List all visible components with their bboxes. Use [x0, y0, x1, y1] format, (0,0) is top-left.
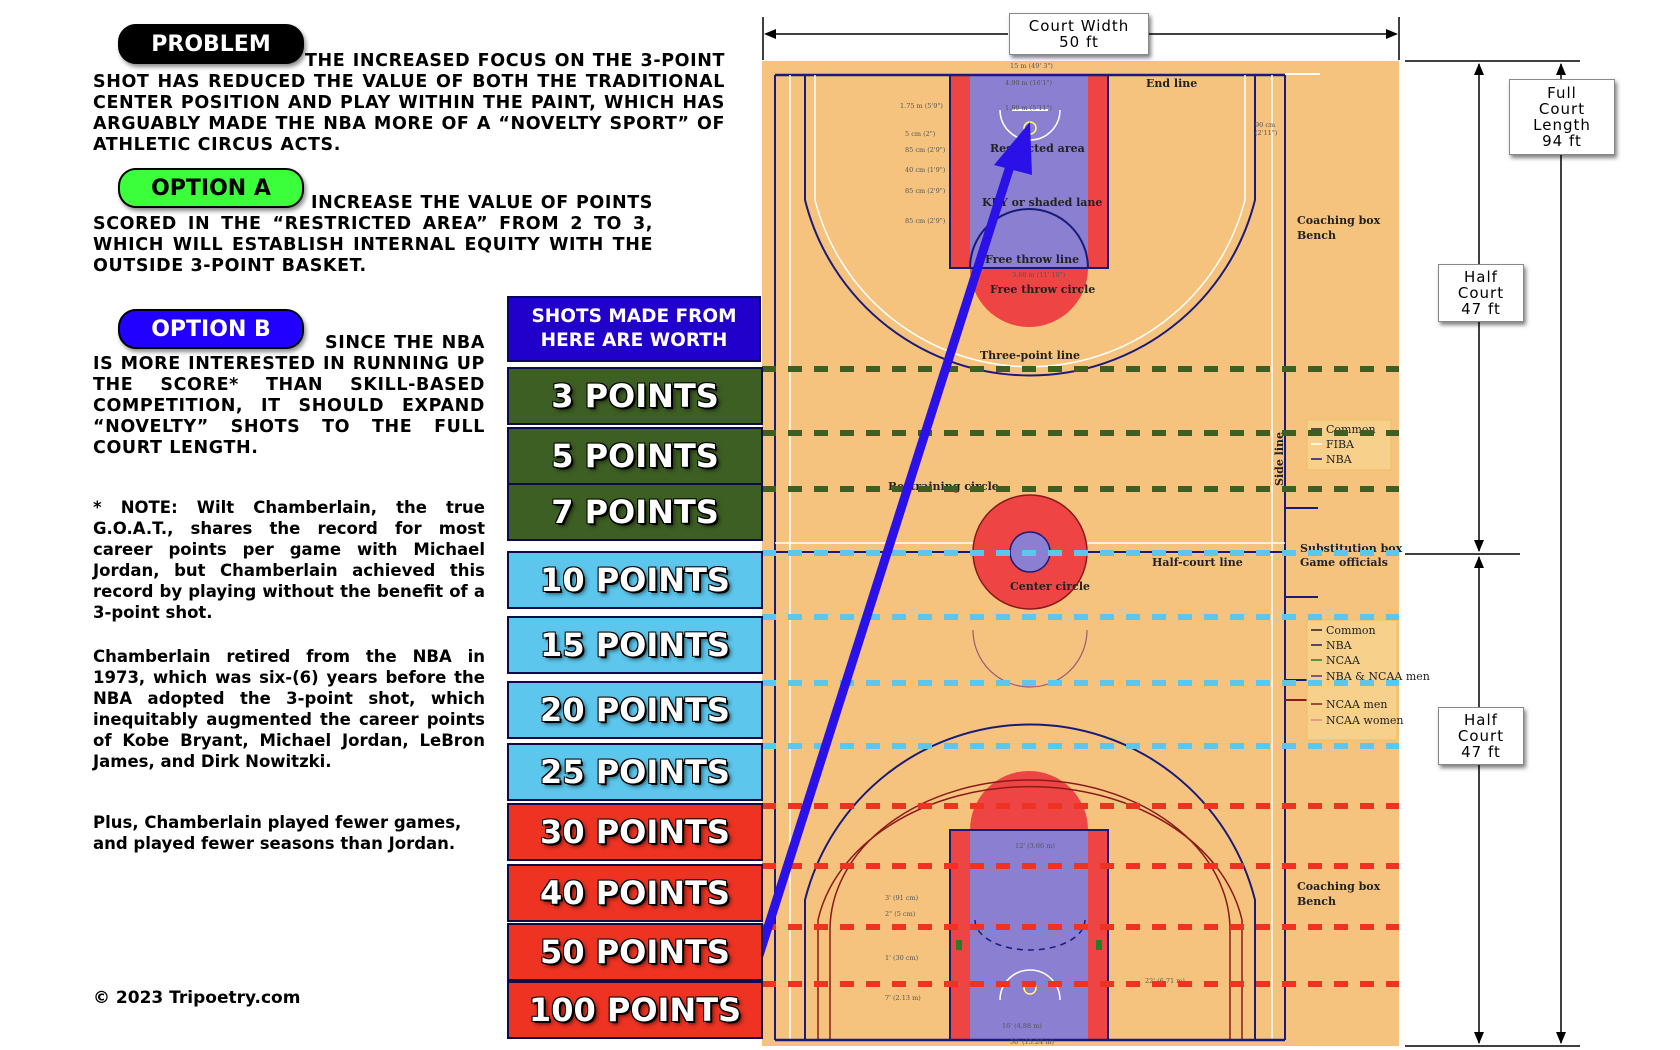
svg-text:16' (4.88 m): 16' (4.88 m) [1002, 1022, 1042, 1030]
problem-label: PROBLEM [118, 24, 304, 64]
option-b-text: Since the NBA is more interested in runn… [93, 333, 485, 459]
full-court-length-label: Full Court Length 94 ft [1509, 79, 1615, 155]
free-throw-circle-label: Free throw circle [990, 283, 1095, 296]
half-court-top-label: Half Court 47 ft [1438, 264, 1524, 322]
top-free-throw-circle [970, 268, 1088, 327]
svg-text:85 cm (2'9"): 85 cm (2'9") [905, 187, 946, 195]
option-b-label: OPTION B [118, 309, 304, 349]
points-box-100: 100 POINTS [507, 981, 763, 1039]
half-court-line-label: Half-court line [1152, 556, 1243, 569]
svg-text:12' (3.66 m): 12' (3.66 m) [1015, 842, 1055, 850]
points-box-10: 10 POINTS [507, 551, 763, 609]
free-throw-line-label: Free throw line [985, 253, 1079, 266]
note-retired: Chamberlain retired from the NBA in 1973… [93, 647, 485, 771]
copyright: © 2023 Tripoetry.com [93, 988, 301, 1008]
option-a-text: Increase the value of points scored in t… [93, 193, 653, 277]
svg-text:85 cm (2'9"): 85 cm (2'9") [905, 217, 946, 225]
svg-text:1.75 m (5'9"): 1.75 m (5'9") [900, 102, 943, 110]
option-a-label: OPTION A [118, 168, 304, 208]
svg-text:(2'11"): (2'11") [1255, 129, 1278, 137]
legend-bottom-ncaa-men: NCAA men [1326, 698, 1387, 711]
legend-bottom-ncaa-women: NCAA women [1326, 714, 1404, 727]
svg-text:3' (91 cm): 3' (91 cm) [885, 894, 919, 902]
court-width-title: Court Width [1028, 17, 1130, 35]
svg-text:1' (30 cm): 1' (30 cm) [885, 954, 919, 962]
full-court-value: 94 ft [1542, 132, 1582, 150]
legend-bottom-nba-ncaa: NBA & NCAA men [1326, 670, 1430, 683]
svg-text:2" (5 cm): 2" (5 cm) [885, 910, 916, 918]
note-wilt: * NOTE: Wilt Chamberlain, the true G.O.A… [93, 498, 485, 622]
shots-made-header: SHOTS MADE FROM HERE ARE WORTH [507, 296, 761, 362]
points-box-15: 15 POINTS [507, 616, 763, 674]
svg-text:15 m (49' 3"): 15 m (49' 3") [1010, 62, 1053, 70]
key-label: KEY or shaded lane [982, 196, 1102, 209]
coaching-box-top-label: Coaching box [1297, 214, 1381, 227]
half-court-top-line1: Half [1464, 268, 1498, 286]
half-court-top-line2: Court [1457, 284, 1505, 302]
substitution-box-label: Substitution box [1300, 542, 1403, 555]
problem-text-content: The increased focus on the 3-point shot … [93, 51, 725, 155]
half-court-top-value: 47 ft [1461, 300, 1501, 318]
legend-bottom-nba: NBA [1326, 639, 1353, 652]
option-b-text-content: Since the NBA is more interested in runn… [93, 333, 485, 458]
bottom-key [970, 830, 1088, 1040]
game-officials-label: Game officials [1300, 556, 1388, 569]
points-box-20: 20 POINTS [507, 681, 763, 739]
points-box-7: 7 POINTS [507, 483, 763, 541]
note-fewer-games: Plus, Chamberlain played fewer games, an… [93, 813, 462, 853]
top-key-side-left [950, 75, 970, 268]
legend-bottom-ncaa: NCAA [1326, 654, 1361, 667]
svg-text:50' (15.24 m): 50' (15.24 m) [1010, 1038, 1054, 1046]
court-width-value: 50 ft [1059, 33, 1099, 51]
legend-bottom-common: Common [1326, 624, 1376, 637]
full-court-line1: Full [1547, 84, 1577, 102]
problem-text: The increased focus on the 3-point shot … [93, 51, 725, 156]
full-court-line3: Length [1533, 116, 1591, 134]
points-box-50: 50 POINTS [507, 923, 763, 981]
svg-text:3.60 m (11' 10"): 3.60 m (11' 10") [1012, 271, 1066, 279]
zone-lines-red [762, 803, 1399, 987]
svg-text:7' (2.13 m): 7' (2.13 m) [885, 994, 921, 1002]
coaching-box-bottom-label: Coaching box [1297, 880, 1381, 893]
svg-text:5 cm (2"): 5 cm (2") [905, 130, 936, 138]
half-court-bottom-line1: Half [1464, 711, 1498, 729]
court-width-label: Court Width 50 ft [1009, 13, 1149, 55]
three-point-line-label: Three-point line [980, 349, 1080, 362]
points-box-3: 3 POINTS [507, 367, 763, 425]
half-court-bottom-line2: Court [1457, 727, 1505, 745]
center-circle-label: Center circle [1010, 580, 1090, 593]
full-court-line2: Court [1538, 100, 1586, 118]
half-court-bottom-label: Half Court 47 ft [1438, 707, 1524, 765]
end-line-label: End line [1146, 77, 1197, 90]
top-key-side-right [1088, 75, 1108, 268]
svg-text:90 cm: 90 cm [1255, 121, 1275, 129]
shot-arrow-head [994, 122, 1032, 175]
side-line-label: Side line [1273, 432, 1286, 486]
shot-arrow [743, 158, 1017, 992]
svg-text:1.80 m (5'11"): 1.80 m (5'11") [1005, 104, 1052, 112]
bench-bottom-label: Bench [1297, 895, 1336, 908]
svg-text:85 cm (2'9"): 85 cm (2'9") [905, 146, 946, 154]
svg-text:40 cm (1'9"): 40 cm (1'9") [905, 166, 946, 174]
legend-top-nba: NBA [1326, 453, 1353, 466]
points-box-40: 40 POINTS [507, 864, 763, 922]
legend-top-fiba: FIBA [1326, 438, 1355, 451]
bench-top-label: Bench [1297, 229, 1336, 242]
points-box-25: 25 POINTS [507, 743, 763, 801]
points-box-5: 5 POINTS [507, 427, 763, 485]
points-box-30: 30 POINTS [507, 803, 763, 861]
svg-text:4.90 m (16'1"): 4.90 m (16'1") [1005, 79, 1052, 87]
option-a-text-content: Increase the value of points scored in t… [93, 193, 653, 276]
zone-lines-green [762, 366, 1399, 492]
half-court-bottom-value: 47 ft [1461, 743, 1501, 761]
